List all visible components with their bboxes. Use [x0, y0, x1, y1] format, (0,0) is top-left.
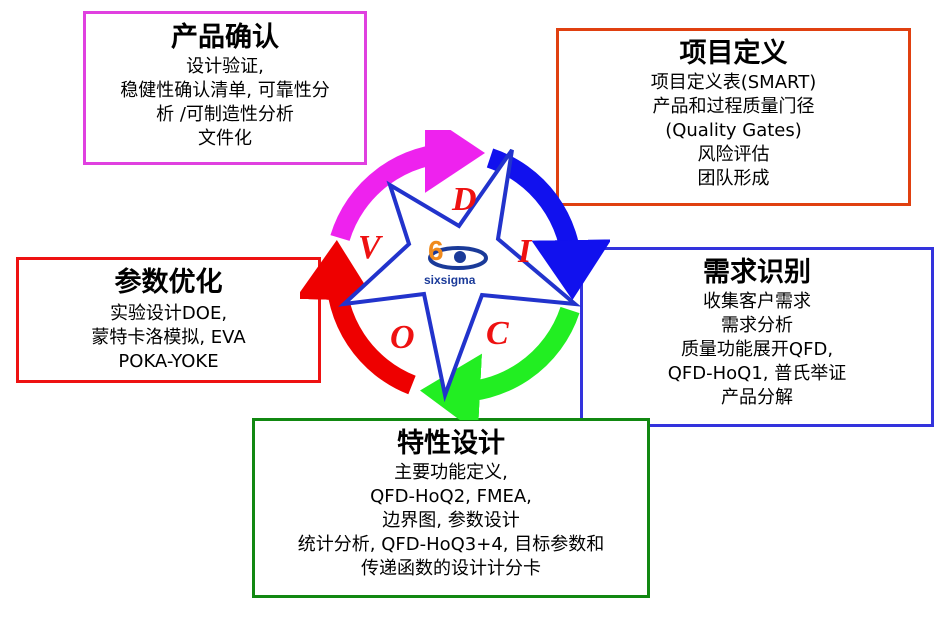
requirement-identify-box: 需求识别 收集客户需求 需求分析 质量功能展开QFD, QFD-HoQ1, 普氏…: [580, 247, 934, 427]
letter-d: D: [451, 181, 477, 218]
logo-number: 6: [428, 235, 444, 266]
magenta-cycle-arrow: [330, 130, 485, 242]
characteristic-design-line-5: 传递函数的设计计分卡: [361, 558, 541, 579]
requirement-identify-line-5: 产品分解: [721, 387, 793, 408]
characteristic-design-line-2: QFD-HoQ2, FMEA,: [370, 486, 532, 507]
letter-c: C: [486, 315, 509, 352]
product-confirm-line-2: 稳健性确认清单, 可靠性分: [120, 80, 330, 101]
parameter-optimize-line-2: 蒙特卡洛模拟, EVA: [91, 327, 246, 348]
characteristic-design-title: 特性设计: [397, 428, 505, 459]
product-confirm-line-3: 析 /可制造性分析: [156, 104, 294, 125]
project-define-line-2: 产品和过程质量门径: [652, 96, 815, 117]
green-cycle-arrow: [420, 306, 580, 420]
project-define-line-4: 风险评估: [697, 144, 770, 165]
didcov-cycle-diagram: D I C O V 6 sixsigma: [300, 130, 610, 420]
project-define-box: 项目定义 项目定义表(SMART) 产品和过程质量门径 (Quality Gat…: [556, 28, 911, 206]
product-confirm-line-4: 文件化: [198, 128, 252, 149]
project-define-title: 项目定义: [679, 38, 788, 69]
parameter-optimize-box: 参数优化 实验设计DOE, 蒙特卡洛模拟, EVA POKA-YOKE: [16, 257, 321, 383]
product-confirm-box: 产品确认 设计验证, 稳健性确认清单, 可靠性分 析 /可制造性分析 文件化: [83, 11, 367, 165]
requirement-identify-line-3: 质量功能展开QFD,: [680, 339, 834, 360]
requirement-identify-line-4: QFD-HoQ1, 普氏举证: [667, 363, 847, 384]
logo-pupil-icon: [454, 251, 466, 263]
characteristic-design-line-4: 统计分析, QFD-HoQ3+4, 目标参数和: [297, 534, 605, 555]
red-cycle-arrow: [300, 240, 416, 395]
requirement-identify-line-2: 需求分析: [721, 315, 793, 336]
sixsigma-logo: 6 sixsigma: [424, 235, 488, 287]
logo-text: sixsigma: [424, 273, 476, 287]
project-define-line-5: 团队形成: [697, 168, 770, 189]
characteristic-design-box: 特性设计 主要功能定义, QFD-HoQ2, FMEA, 边界图, 参数设计 统…: [252, 418, 650, 598]
project-define-line-3: (Quality Gates): [665, 120, 802, 141]
logo-eye-icon: [428, 246, 488, 270]
product-confirm-line-1: 设计验证,: [186, 56, 264, 77]
requirement-identify-title: 需求识别: [703, 257, 811, 288]
requirement-identify-line-1: 收集客户需求: [703, 291, 811, 312]
letter-v: V: [358, 229, 383, 266]
parameter-optimize-line-1: 实验设计DOE,: [109, 303, 228, 324]
characteristic-design-line-1: 主要功能定义,: [394, 462, 508, 483]
parameter-optimize-title: 参数优化: [114, 267, 223, 298]
letter-i: I: [517, 233, 533, 270]
letter-o: O: [390, 319, 415, 356]
characteristic-design-line-3: 边界图, 参数设计: [382, 510, 520, 531]
product-confirm-title: 产品确认: [171, 22, 279, 53]
star-outline: [338, 148, 582, 403]
parameter-optimize-line-3: POKA-YOKE: [118, 351, 219, 372]
project-define-line-1: 项目定义表(SMART): [650, 72, 817, 93]
